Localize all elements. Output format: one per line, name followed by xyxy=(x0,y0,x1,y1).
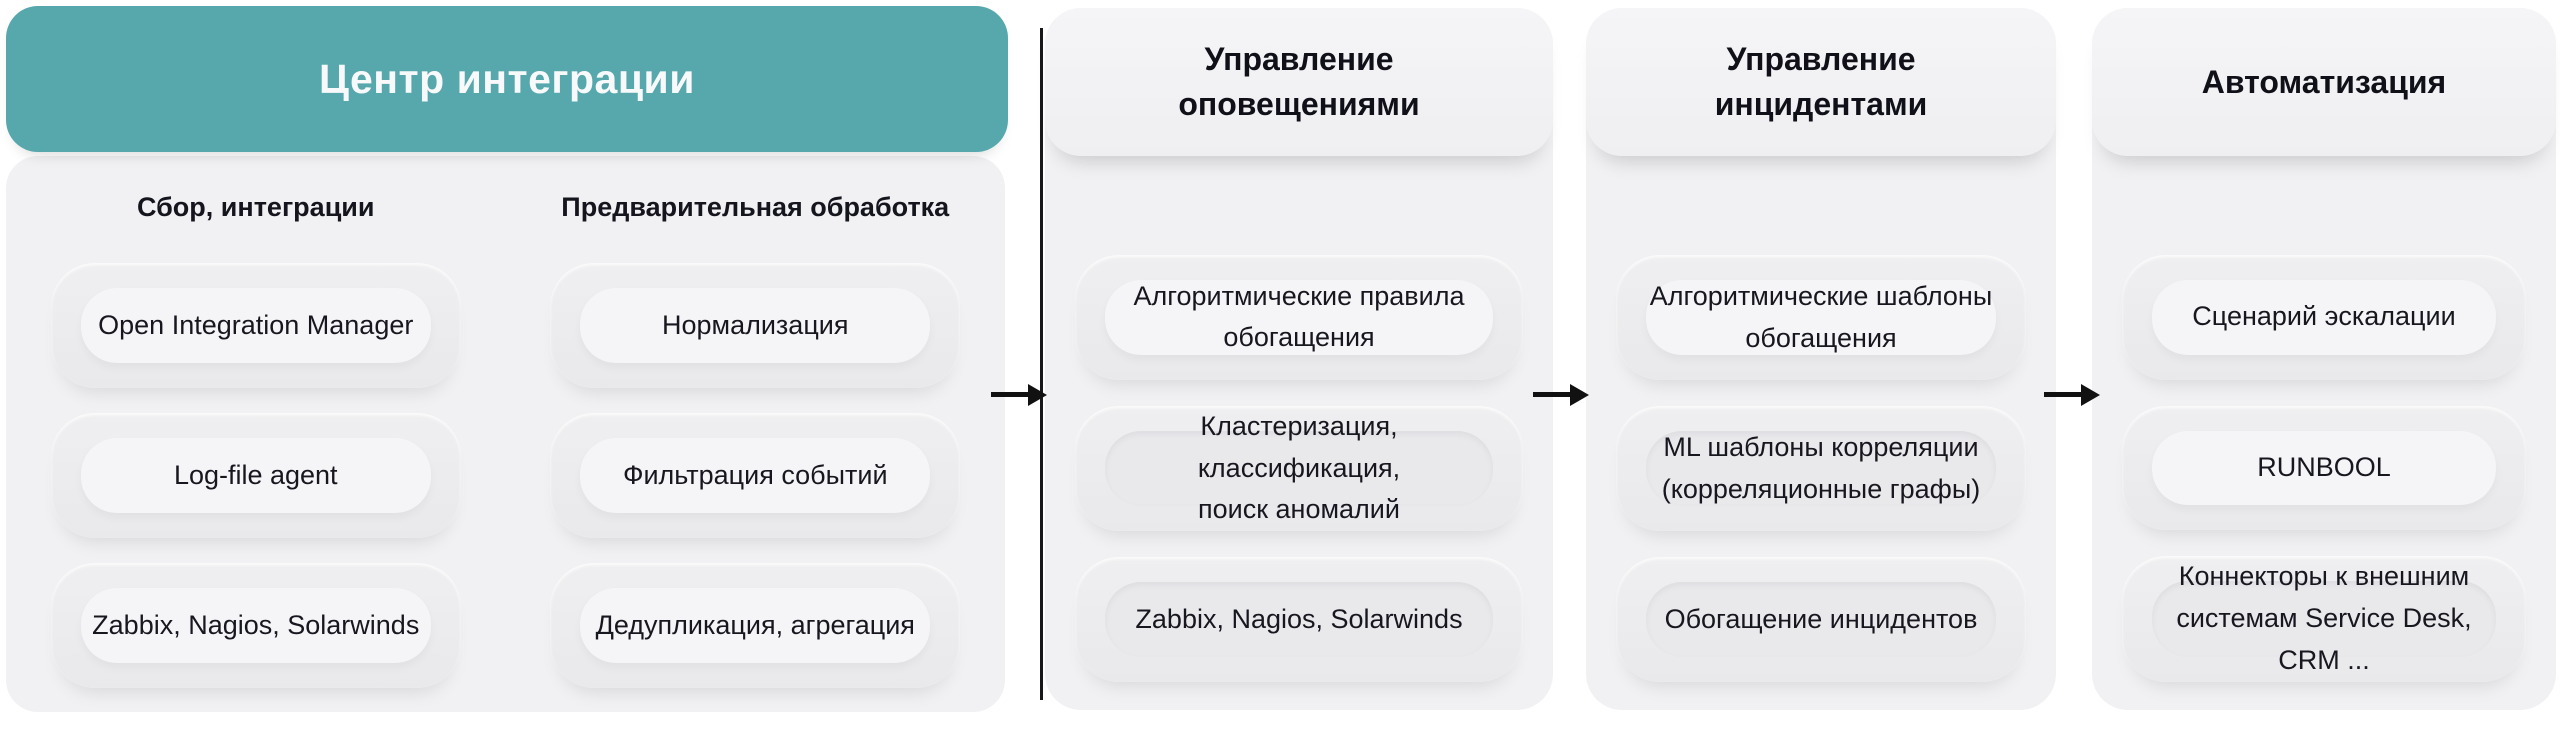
integration-center-title: Центр интеграции xyxy=(319,55,695,102)
item-box: Обогащение инцидентов xyxy=(1616,557,2026,682)
item-label: Zabbix, Nagios, Solarwinds xyxy=(80,588,431,663)
item-label: Log-file agent xyxy=(80,438,431,513)
automation-title: Автоматизация xyxy=(2201,63,2447,100)
item-label: ML шаблоны корреляции (корреляционные гр… xyxy=(1646,431,1996,506)
arrow-line xyxy=(2044,392,2081,397)
item-label: Open Integration Manager xyxy=(80,288,431,363)
item-label: Кластеризация, классификация, поиск аном… xyxy=(1105,411,1493,524)
incident-management-header: Управление инцидентами xyxy=(1586,8,2056,156)
column-label: Сбор, интеграции xyxy=(136,192,375,222)
incident-management-title: Управление инцидентами xyxy=(1714,41,1928,122)
item-box: Сценарий эскалации xyxy=(2122,255,2526,380)
item-label: Фильтрация событий xyxy=(580,438,931,513)
item-label: Коннекторы к внешним системам Service De… xyxy=(2152,561,2496,675)
item-label: Дедупликация, агрегация xyxy=(580,588,931,663)
item-label: Нормализация xyxy=(580,288,931,363)
panel-integration-center: Центр интеграции Сбор, интеграции Open I… xyxy=(6,6,1008,712)
alert-management-title: Управление оповещениями xyxy=(1178,41,1420,122)
panel-items: Сценарий эскалации RUNBOOL Коннекторы к … xyxy=(2122,255,2526,682)
arrow-head xyxy=(1028,384,1047,406)
panel-items: Алгоритмические правила обогащения Класт… xyxy=(1075,255,1523,682)
item-label: Алгоритмические правила обогащения xyxy=(1105,280,1493,355)
column-items: Нормализация Фильтрация событий Дедуплик… xyxy=(550,263,961,688)
item-box: Log-file agent xyxy=(50,413,461,538)
panel-automation: Автоматизация Сценарий эскалации RUNBOOL… xyxy=(2092,8,2556,710)
arrow-head xyxy=(1570,384,1589,406)
item-box: RUNBOOL xyxy=(2122,405,2526,531)
item-box: Open Integration Manager xyxy=(50,263,461,388)
item-box: Кластеризация, классификация, поиск аном… xyxy=(1075,405,1523,532)
panel-alert-management: Управление оповещениями Алгоритмические … xyxy=(1045,8,1553,710)
item-box: Алгоритмические шаблоны обогащения xyxy=(1616,255,2026,380)
stage-divider-line xyxy=(1040,28,1043,700)
column-collection-integrations: Сбор, интеграции Open Integration Manage… xyxy=(6,156,506,712)
item-label: Обогащение инцидентов xyxy=(1646,582,1996,657)
item-box: Zabbix, Nagios, Solarwinds xyxy=(1075,557,1523,682)
item-box: Дедупликация, агрегация xyxy=(550,563,961,688)
item-box: ML шаблоны корреляции (корреляционные гр… xyxy=(1616,406,2026,531)
integration-center-body: Сбор, интеграции Open Integration Manage… xyxy=(6,156,1005,712)
column-label: Предварительная обработка xyxy=(561,192,950,222)
arrow-line xyxy=(1533,392,1570,397)
item-label: Zabbix, Nagios, Solarwinds xyxy=(1105,582,1493,657)
panel-items: Алгоритмические шаблоны обогащения ML ша… xyxy=(1616,255,2026,682)
panel-incident-management: Управление инцидентами Алгоритмические ш… xyxy=(1586,8,2056,710)
integration-center-header: Центр интеграции xyxy=(6,6,1008,152)
automation-header: Автоматизация xyxy=(2092,8,2556,156)
item-box: Нормализация xyxy=(550,263,961,388)
item-box: Алгоритмические правила обогащения xyxy=(1075,255,1523,380)
item-label: Сценарий эскалации xyxy=(2152,280,2496,355)
item-box: Коннекторы к внешним системам Service De… xyxy=(2122,556,2526,682)
item-label: RUNBOOL xyxy=(2152,430,2496,506)
arrow-line xyxy=(991,392,1028,397)
arrow-head xyxy=(2081,384,2100,406)
alert-management-header: Управление оповещениями xyxy=(1045,8,1553,156)
column-preprocessing: Предварительная обработка Нормализация Ф… xyxy=(506,156,1006,712)
column-items: Open Integration Manager Log-file agent … xyxy=(50,263,461,688)
item-box: Фильтрация событий xyxy=(550,413,961,538)
item-label: Алгоритмические шаблоны обогащения xyxy=(1646,280,1996,355)
item-box: Zabbix, Nagios, Solarwinds xyxy=(50,563,461,688)
